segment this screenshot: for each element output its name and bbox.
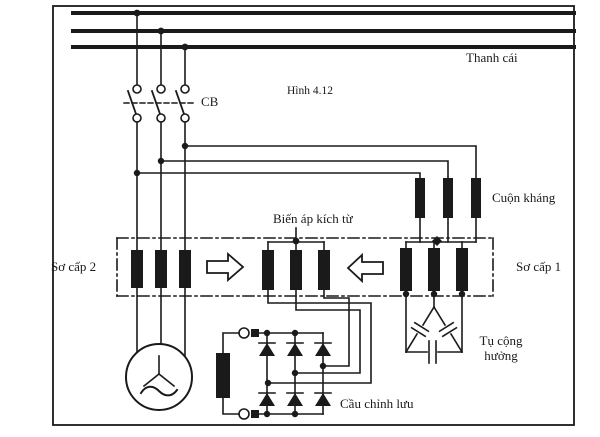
busbar-taps [133,9,189,86]
primary-1-label: Sơ cấp 1 [516,259,562,274]
excitation-transformer-label: Biến áp kích từ [273,211,353,226]
circuit-breaker-label: CB [201,94,219,109]
resonance-capacitor-label: Tụ cộng hưởng [466,333,536,364]
brush-terminal-top [238,327,259,339]
resonance-capacitor-label-line1: Tụ cộng [479,333,523,348]
secondary-to-bridge-wires [264,289,372,387]
resonance-capacitor-bank [404,305,464,364]
figure-caption: Hình 4.12 [287,85,333,97]
diode-row-bottom [258,392,332,406]
secondary-windings [262,227,330,290]
busbar-lines [71,11,576,49]
rectifier-bridge [216,327,332,420]
transformer-box [116,237,494,297]
primary2-windings [131,250,191,288]
phase-lines [136,121,186,251]
brush-terminal-bottom [238,408,259,420]
rectifier-bridge-label: Cầu chỉnh lưu [340,396,414,411]
arrow-left-icon [346,252,384,284]
primary-2-label: Sơ cấp 2 [51,259,97,274]
resonance-capacitor-label-line2: hưởng [484,347,518,363]
ac-wave-icon [139,385,179,397]
reactor-coils [415,178,481,243]
field-winding-bar [216,353,230,398]
diode-row-top [258,342,332,356]
busbar-label: Thanh cái [466,50,518,65]
reactor-branch-lines [133,142,477,179]
arrow-right-icon [206,252,245,282]
generator-symbol [125,343,193,411]
circuit-breaker-symbol [123,84,195,123]
reactor-label: Cuộn kháng [492,190,556,205]
generator-leads [136,286,186,358]
primary1-windings [400,236,477,353]
figure-frame [52,5,575,426]
